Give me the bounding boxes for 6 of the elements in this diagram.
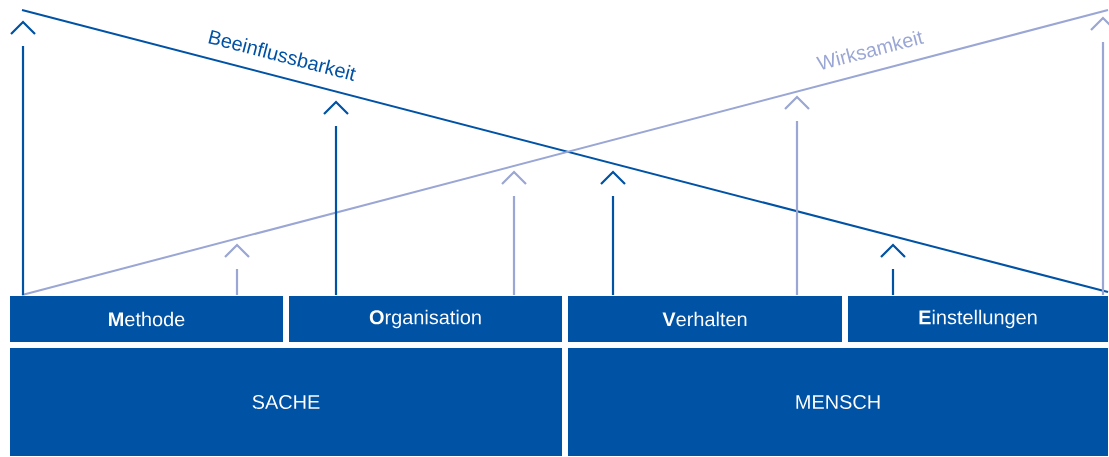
category-box: Verhalten [568, 296, 842, 342]
category-box: MENSCH [568, 348, 1108, 456]
category-box: Methode [10, 296, 283, 342]
category-box: Einstellungen [848, 296, 1108, 342]
category-box: Organisation [289, 296, 562, 342]
category-box: SACHE [10, 348, 562, 456]
